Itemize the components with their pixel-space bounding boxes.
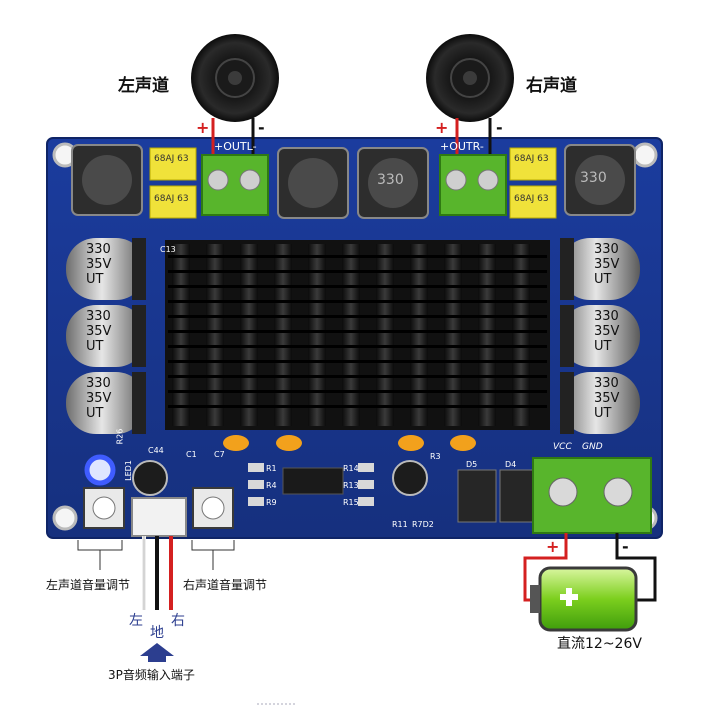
small-cap-2 <box>393 461 427 495</box>
diode-d4 <box>500 470 534 522</box>
heat-sink-groove <box>168 330 547 333</box>
left-output-terminal <box>202 155 268 215</box>
right-speaker-plus: + <box>435 118 448 137</box>
right-volume-pot <box>193 488 233 528</box>
power-plus: + <box>546 537 559 556</box>
heat-sink <box>165 240 550 430</box>
heat-sink-groove <box>168 255 547 258</box>
film-cap-text: 68AJ 63 <box>154 154 189 164</box>
out-left-label: +OUTL- <box>214 140 257 153</box>
right-channel-label: 右声道 <box>526 71 577 96</box>
inductor-text: 330 <box>580 170 607 186</box>
diode-d5 <box>458 470 496 522</box>
heat-sink-groove <box>168 360 547 363</box>
heat-sink-groove <box>168 300 547 303</box>
label-d4: D4 <box>505 460 516 469</box>
ic-chip <box>283 468 343 494</box>
label-c44: C44 <box>148 446 164 455</box>
label-r26: R26 <box>115 429 124 445</box>
ceramic-cap-2 <box>276 435 302 451</box>
res-r14: R14 <box>343 464 359 473</box>
res-r11: R11 <box>392 520 408 529</box>
left-speaker-plus: + <box>196 118 209 137</box>
film-cap-text-4: 68AJ 63 <box>514 194 549 204</box>
film-cap-1 <box>150 148 196 180</box>
left-volume-label: 左声道音量调节 <box>46 576 130 593</box>
heat-sink-groove <box>168 375 547 378</box>
power-terminal <box>533 458 651 533</box>
input-right-label: 右 <box>171 610 185 630</box>
inductor-text-2: 330 <box>377 172 404 188</box>
input-left-label: 左 <box>129 610 143 630</box>
power-minus: - <box>622 537 629 556</box>
res-r13: R13 <box>343 481 359 490</box>
left-channel-label: 左声道 <box>118 71 169 96</box>
right-output-terminal <box>440 155 506 215</box>
label-d5: D5 <box>466 460 477 469</box>
led-indicator <box>87 457 113 483</box>
right-speaker-minus: - <box>496 118 503 137</box>
ceramic-cap-1 <box>223 435 249 451</box>
heat-sink-groove <box>168 285 547 288</box>
heat-sink-groove <box>168 390 547 393</box>
label-c13: C13 <box>160 245 176 254</box>
out-right-label: +OUTR- <box>440 140 484 153</box>
inductor-1 <box>72 145 142 215</box>
gnd-label: GND <box>582 442 603 452</box>
label-c1: C1 <box>186 450 197 459</box>
ceramic-cap-3 <box>398 435 424 451</box>
label-c7: C7 <box>214 450 225 459</box>
res-r1: R1 <box>266 464 277 473</box>
left-speaker-icon <box>191 34 279 122</box>
ceramic-cap-4 <box>450 435 476 451</box>
heat-sink-groove <box>168 270 547 273</box>
res-r9: R9 <box>266 498 277 507</box>
right-volume-label: 右声道音量调节 <box>183 576 267 593</box>
input-arrow-icon <box>140 643 174 662</box>
power-label: 直流12~26V <box>557 633 642 653</box>
right-speaker-icon <box>426 34 514 122</box>
input-connector <box>132 498 186 536</box>
res-r7d2: R7D2 <box>412 520 434 529</box>
left-volume-pot <box>84 488 124 528</box>
res-r15: R15 <box>343 498 359 507</box>
heat-sink-groove <box>168 345 547 348</box>
battery-icon <box>530 568 636 630</box>
input-ground-label: 地 <box>150 622 164 642</box>
film-cap-text-2: 68AJ 63 <box>154 194 189 204</box>
vcc-label: VCC <box>553 442 572 452</box>
res-r3: R3 <box>430 452 441 461</box>
heat-sink-groove <box>168 405 547 408</box>
res-r4: R4 <box>266 481 277 490</box>
label-led1: LED1 <box>124 460 133 481</box>
film-cap-3 <box>510 148 556 180</box>
left-speaker-minus: - <box>258 118 265 137</box>
film-cap-text-3: 68AJ 63 <box>514 154 549 164</box>
heat-sink-groove <box>168 315 547 318</box>
cap-text-l2: 33035VUT <box>86 309 111 354</box>
inductor-2 <box>278 148 348 218</box>
small-cap-1 <box>133 461 167 495</box>
input-port-label: 3P音频输入端子 <box>108 666 195 683</box>
